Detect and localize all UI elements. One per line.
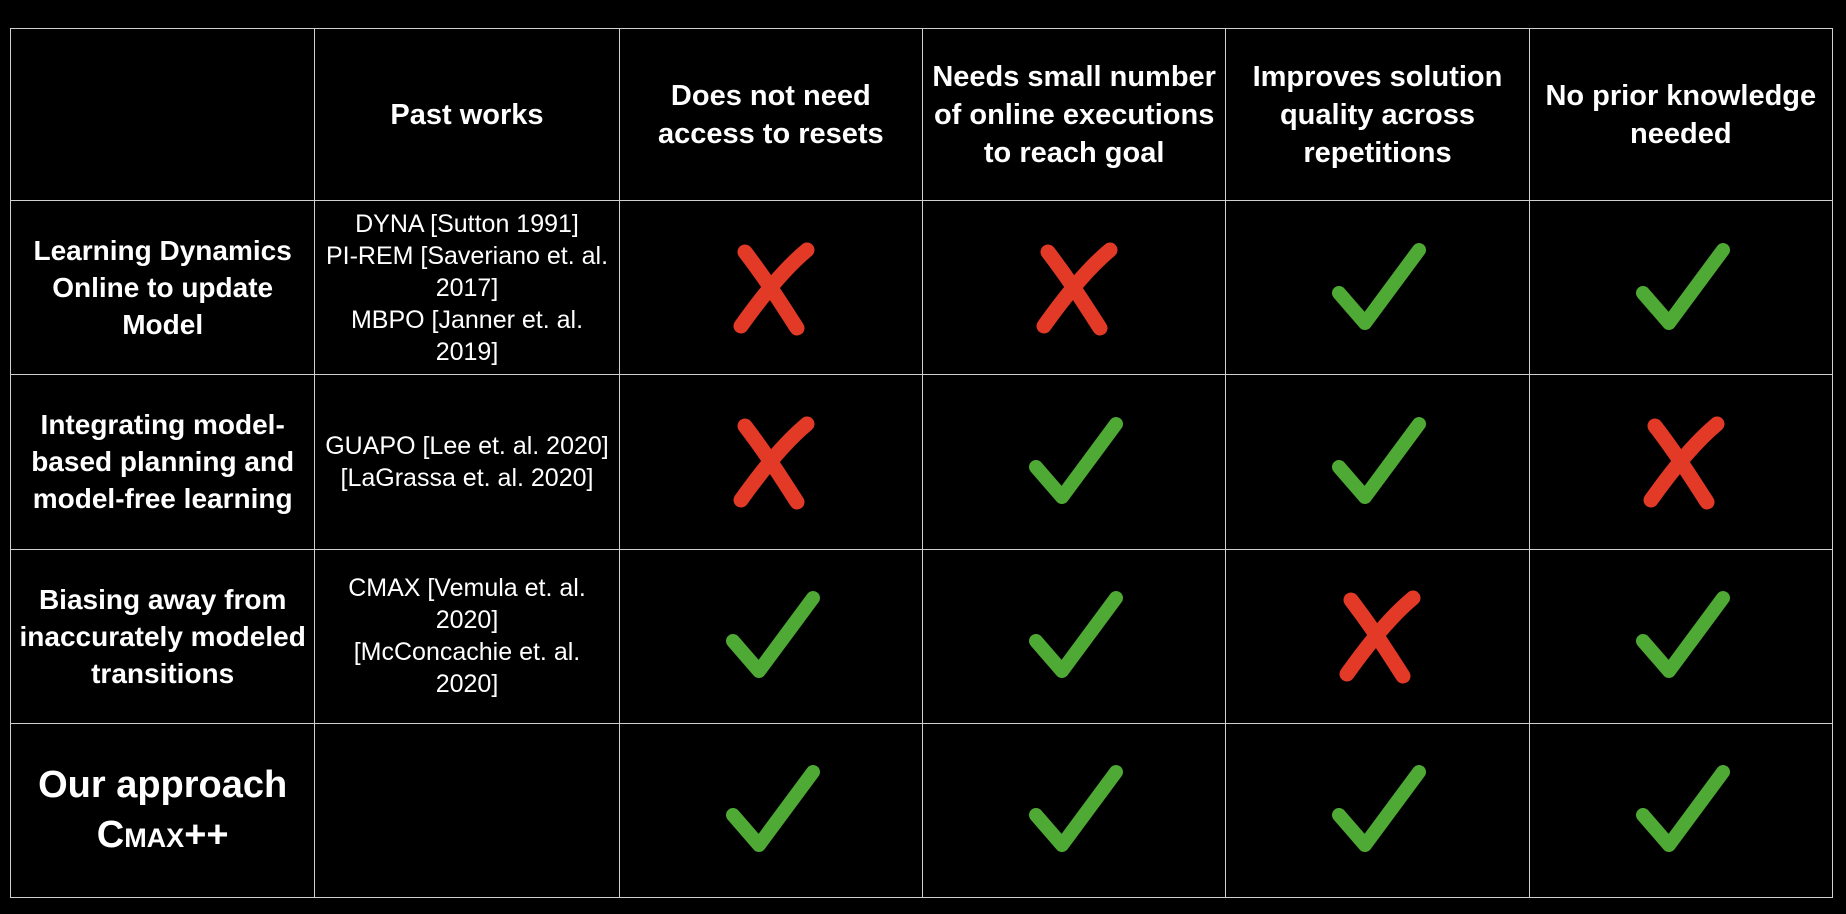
cross-stroke [1647,418,1715,510]
row-header-integrating: Integrating model-based planning and mod… [9,374,316,550]
checkmark-icon [1029,765,1124,853]
mark-cell [618,548,923,724]
row-header-learning-dynamics: Learning Dynamics Online to update Model [9,200,316,376]
mark-cell [1528,722,1834,899]
reference-text: PI-REM [Saveriano et. al. 2017] [325,241,609,302]
checkmark-icon [725,591,820,679]
checkmark-stroke [725,591,820,679]
mark-cell [921,374,1227,550]
criterion-header-executions: Needs small number of online executions … [921,27,1227,202]
checkmark-stroke [1029,765,1124,853]
reference-text: [LaGrassa et. al. 2020] [340,463,594,492]
past-works-cell: CMAX [Vemula et. al. 2020] [McConcachie … [314,548,620,724]
checkmark-icon [1635,765,1730,853]
mark-cell [618,722,923,899]
reference-text: MBPO [Janner et. al. 2019] [350,305,584,366]
mark-cell [1225,374,1530,550]
mark-cell [1528,374,1834,550]
table-row: Our approach Cmax++ [9,722,1834,899]
checkmark-stroke [1635,765,1730,853]
cross-icon [733,242,815,336]
header-row: Past works Does not need access to reset… [9,27,1834,202]
our-approach-label: Our approach [38,764,288,807]
mark-cell [1225,200,1530,376]
reference-text: [McConcachie et. al. 2020] [353,638,581,699]
cross-stroke [1343,592,1411,684]
row-header-biasing: Biasing away from inaccurately modeled t… [9,548,316,724]
checkmark-stroke [725,765,820,853]
criterion-header-prior-knowledge: No prior knowledge needed [1528,27,1834,202]
checkmark-stroke [1635,242,1730,330]
checkmark-icon [1635,242,1730,330]
checkmark-stroke [1029,591,1124,679]
checkmark-stroke [1332,242,1427,330]
mark-cell [1225,548,1530,724]
table-row: Learning Dynamics Online to update Model… [9,200,1834,376]
checkmark-icon [1029,591,1124,679]
checkmark-stroke [1635,591,1730,679]
table-row: Integrating model-based planning and mod… [9,374,1834,550]
cross-icon [733,416,815,510]
criterion-header-quality: Improves solution quality across repetit… [1225,27,1530,202]
reference-text: GUAPO [Lee et. al. 2020] [325,431,609,460]
past-works-cell: DYNA [Sutton 1991] PI-REM [Saveriano et.… [314,200,620,376]
past-works-cell [314,722,620,899]
checkmark-icon [1332,765,1427,853]
mark-cell [1528,200,1834,376]
past-works-cell: GUAPO [Lee et. al. 2020] [LaGrassa et. a… [314,374,620,550]
reference-text: CMAX [Vemula et. al. 2020] [348,574,586,635]
row-header-our-approach: Our approach Cmax++ [9,722,316,899]
method-name: Cmax++ [96,814,229,857]
reference-text: DYNA [Sutton 1991] [355,209,579,238]
mark-cell [921,722,1227,899]
cross-icon [1036,242,1118,336]
mark-cell [921,200,1227,376]
checkmark-icon [1635,591,1730,679]
checkmark-icon [725,765,820,853]
checkmark-stroke [1332,416,1427,504]
past-works-header: Past works [314,27,620,202]
mark-cell [1528,548,1834,724]
checkmark-stroke [1332,765,1427,853]
checkmark-stroke [1029,416,1124,504]
cross-icon [1339,590,1421,684]
cross-stroke [1040,244,1108,336]
checkmark-icon [1029,416,1124,504]
comparison-table: Past works Does not need access to reset… [9,27,1834,899]
mark-cell [921,548,1227,724]
cross-stroke [737,418,805,510]
criterion-header-resets: Does not need access to resets [618,27,923,202]
checkmark-icon [1332,242,1427,330]
checkmark-icon [1332,416,1427,504]
table-row: Biasing away from inaccurately modeled t… [9,548,1834,724]
cross-icon [1643,416,1725,510]
mark-cell [1225,722,1530,899]
corner-cell [9,27,316,202]
mark-cell [618,374,923,550]
cross-stroke [737,244,805,336]
mark-cell [618,200,923,376]
